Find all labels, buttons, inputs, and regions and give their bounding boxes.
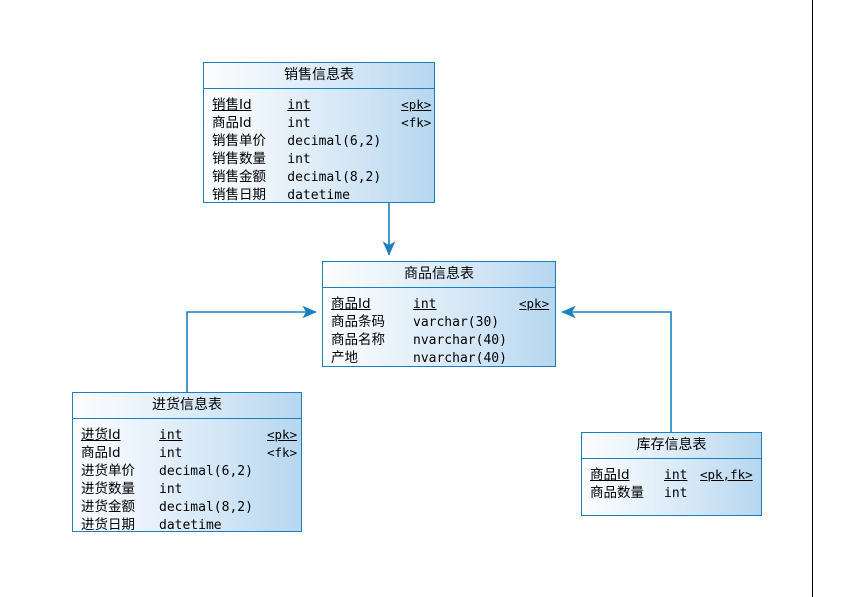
attribute-name: 销售Id [212,97,252,113]
attribute-type: nvarchar(40) [413,351,507,366]
entity-purchase-attributes: 进货Id int <pk> 商品Id int <fk> 进货单价 decimal… [73,419,301,535]
attribute-key: <pk> [267,427,298,442]
attribute-type: int [159,428,183,443]
attribute-key: <pk> [401,97,432,112]
entity-product[interactable]: 商品信息表 商品Id int <pk> 商品条码 varchar(30) 商品名… [322,261,556,367]
attribute-name: 销售数量 [212,151,266,167]
attribute-name: 商品Id [81,445,121,461]
attribute-row: 进货单价 decimal(6,2) [73,459,301,479]
attribute-name: 产地 [331,350,358,366]
attribute-key: <pk> [519,296,550,311]
attribute-name: 销售单价 [212,133,266,149]
attribute-row: 商品Id int <fk> [204,111,434,131]
attribute-type: decimal(6,2) [287,134,382,149]
attribute-type: int [159,482,183,497]
attribute-type: int [287,152,311,167]
attribute-name: 商品名称 [331,332,385,348]
attribute-row: 产地 nvarchar(40) [323,346,555,366]
attribute-type: int [287,116,311,131]
attribute-type: decimal(8,2) [159,500,253,515]
attribute-row: 商品Id int <pk,fk> [582,463,761,483]
page-border-line [812,0,813,597]
attribute-name: 销售金额 [212,169,266,185]
attribute-name: 销售日期 [212,187,266,203]
attribute-type: datetime [159,518,222,533]
entity-product-title: 商品信息表 [323,262,555,288]
attribute-row: 进货日期 datetime [73,513,301,533]
attribute-row: 销售Id int <pk> [204,93,434,113]
entity-purchase-title: 进货信息表 [73,393,301,419]
attribute-type: int [159,446,183,461]
attribute-name: 商品数量 [590,485,644,501]
entity-stock-title: 库存信息表 [582,433,761,459]
attribute-name: 商品Id [331,296,371,312]
attribute-name: 进货金额 [81,499,135,515]
attribute-name: 进货Id [81,427,121,443]
entity-purchase[interactable]: 进货信息表 进货Id int <pk> 商品Id int <fk> 进货单价 d… [72,392,302,535]
entity-sales[interactable]: 销售信息表 销售Id int <pk> 商品Id int <fk> 销售单价 d… [203,62,435,203]
attribute-type: int [664,468,688,483]
attribute-name: 进货数量 [81,481,135,497]
attribute-row: 销售数量 int [204,147,434,167]
attribute-type: int [287,98,311,113]
attribute-row: 销售单价 decimal(6,2) [204,129,434,149]
attribute-name: 商品Id [212,115,252,131]
connector-stock-product [561,305,672,432]
attribute-type: varchar(30) [413,315,500,330]
connector-purchase-product [186,305,317,392]
attribute-row: 商品名称 nvarchar(40) [323,328,555,348]
attribute-row: 销售金额 decimal(8,2) [204,165,434,185]
attribute-row: 进货数量 int [73,477,301,497]
entity-sales-attributes: 销售Id int <pk> 商品Id int <fk> 销售单价 decimal… [204,89,434,205]
attribute-key: <fk> [401,115,432,130]
attribute-type: decimal(8,2) [287,170,382,185]
attribute-row: 进货Id int <pk> [73,423,301,443]
entity-stock[interactable]: 库存信息表 商品Id int <pk,fk> 商品数量 int [581,432,762,516]
attribute-type: int [413,297,437,312]
attribute-row: 商品数量 int [582,481,761,501]
attribute-type: int [664,486,688,501]
entity-sales-title: 销售信息表 [204,63,434,89]
attribute-row: 商品Id int <pk> [323,292,555,312]
attribute-name: 进货单价 [81,463,135,479]
attribute-key: <fk> [267,445,298,460]
attribute-row: 进货金额 decimal(8,2) [73,495,301,515]
attribute-row: 销售日期 datetime [204,183,434,203]
attribute-name: 商品条码 [331,314,385,330]
attribute-key: <pk,fk> [700,467,753,482]
attribute-type: decimal(6,2) [159,464,253,479]
attribute-name: 商品Id [590,467,630,483]
attribute-type: datetime [287,188,350,203]
attribute-row: 商品条码 varchar(30) [323,310,555,330]
attribute-type: nvarchar(40) [413,333,507,348]
entity-stock-attributes: 商品Id int <pk,fk> 商品数量 int [582,459,761,503]
attribute-row: 商品Id int <fk> [73,441,301,461]
entity-product-attributes: 商品Id int <pk> 商品条码 varchar(30) 商品名称 nvar… [323,288,555,368]
attribute-name: 进货日期 [81,517,135,533]
